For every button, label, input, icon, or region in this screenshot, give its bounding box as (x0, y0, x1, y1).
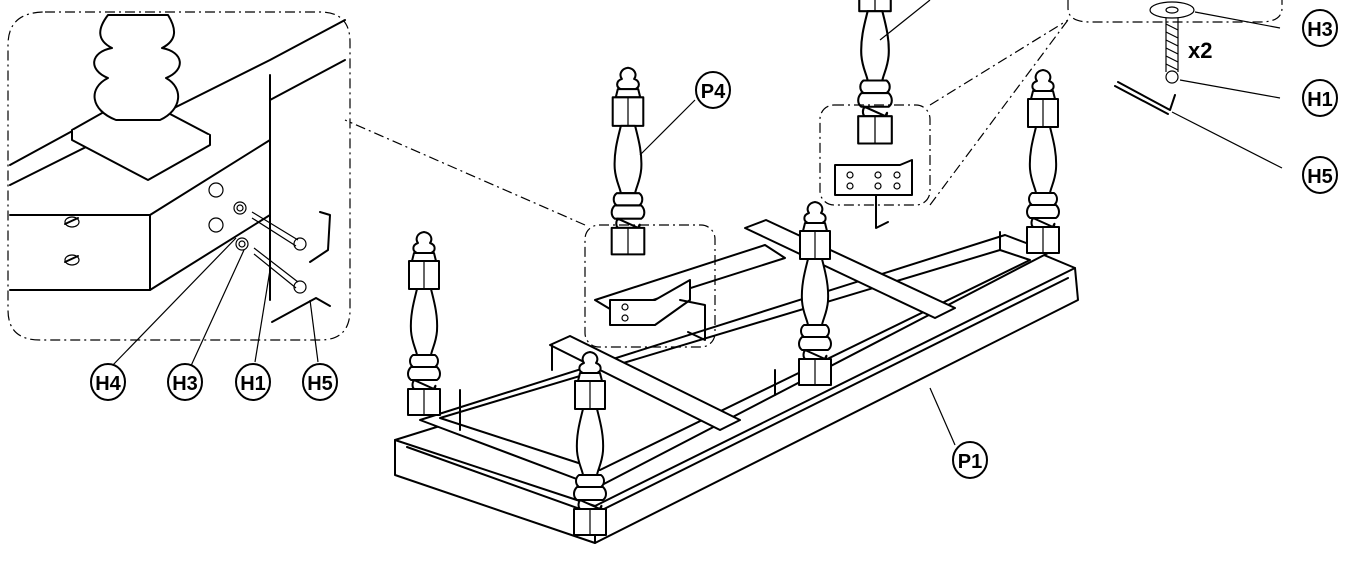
leg-back-center (857, 0, 893, 145)
label-h1-text: H1 (240, 373, 266, 395)
label-h1-detail: H1 (235, 363, 271, 401)
leg-center (798, 201, 832, 386)
label-h5-right-text: H5 (1307, 166, 1333, 188)
leg-back-right (1026, 69, 1060, 254)
label-h3-text: H3 (172, 373, 198, 395)
leg-back-left (610, 66, 646, 256)
quantity-label: x2 (1188, 38, 1212, 63)
right-hardware (879, 0, 1283, 169)
detail-inset (7, 11, 351, 369)
label-p4: P4 (695, 71, 731, 109)
label-p4-text: P4 (701, 81, 726, 103)
callout-box-right (819, 104, 931, 206)
leg-front-left (407, 231, 441, 416)
label-h4-text: H4 (95, 373, 121, 395)
label-h4-detail: H4 (90, 363, 126, 401)
label-h3-detail: H3 (167, 363, 203, 401)
label-h3-right-text: H3 (1307, 19, 1333, 41)
label-h1-right-text: H1 (1307, 89, 1333, 111)
label-h5-right: H5 (1302, 156, 1338, 194)
label-p1-text: P1 (958, 451, 982, 473)
table-frame (394, 219, 1079, 544)
leg-front-center (573, 351, 607, 536)
label-h5-detail: H5 (302, 363, 338, 401)
label-h1-right: H1 (1302, 79, 1338, 117)
label-p1: P1 (952, 441, 988, 479)
label-h3-right: H3 (1302, 9, 1338, 47)
corner-bracket (609, 159, 913, 341)
label-h5-text: H5 (307, 373, 333, 395)
